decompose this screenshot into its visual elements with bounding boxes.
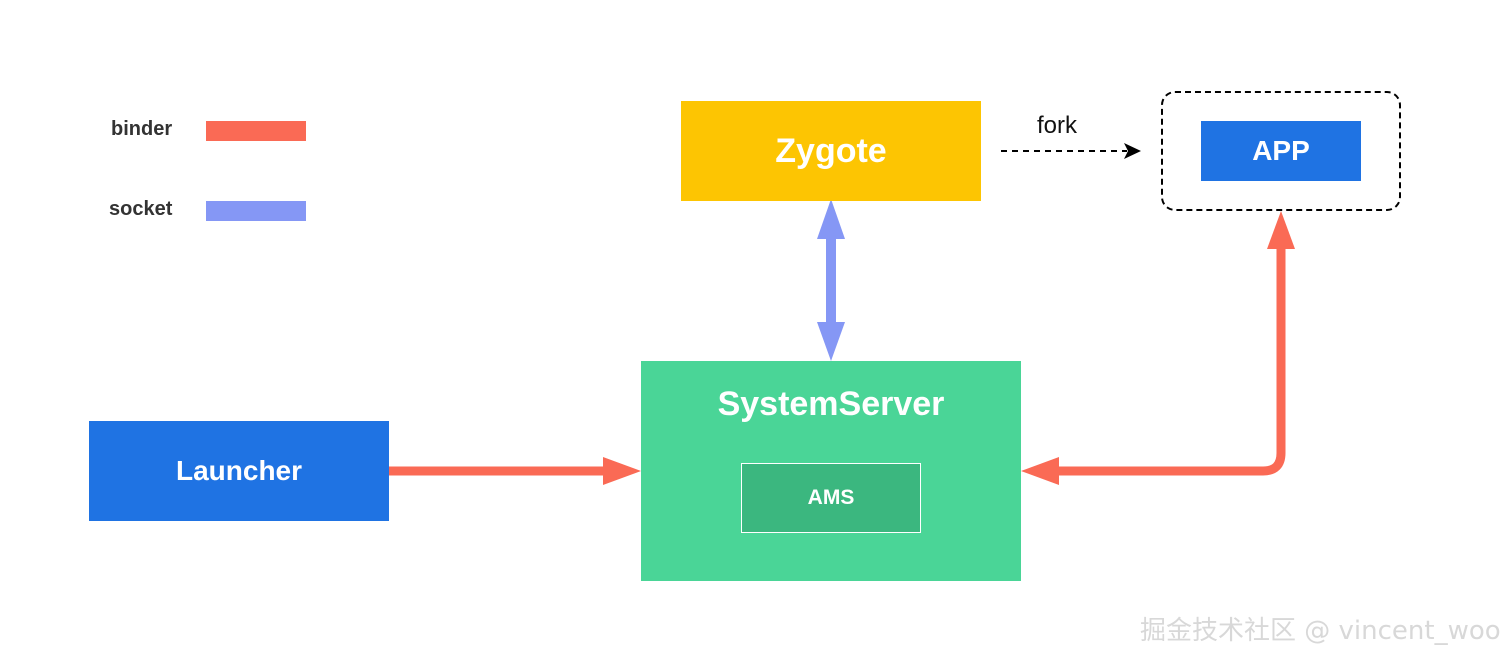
socket-connector (817, 199, 845, 361)
binder-connector-launcher (389, 457, 641, 485)
legend-binder-swatch (206, 121, 306, 141)
watermark: 掘金技术社区 @ vincent_woo (1140, 616, 1500, 646)
launcher-node: Launcher (89, 421, 389, 521)
zygote-node: Zygote (681, 101, 981, 201)
ams-node: AMS (741, 463, 921, 533)
app-process-container (1161, 91, 1401, 211)
fork-connector (1001, 143, 1141, 159)
binder-connector-app (1021, 211, 1295, 485)
app-node: APP (1201, 121, 1361, 181)
legend-binder-label: binder (111, 118, 173, 140)
legend-socket-swatch (206, 201, 306, 221)
systemserver-title: SystemServer (717, 385, 945, 423)
fork-label: fork (1037, 112, 1078, 139)
legend-socket-label: socket (109, 198, 173, 220)
